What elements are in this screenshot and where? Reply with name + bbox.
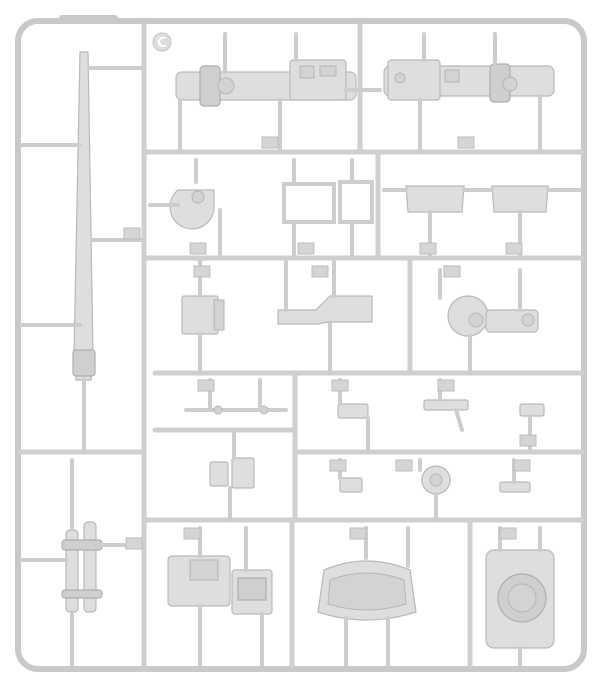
sprue-letter-emblem: C [152, 32, 172, 52]
gear-part [395, 458, 451, 522]
sprue-letter: C [157, 35, 167, 51]
bracket-part [277, 260, 373, 375]
sprue-frame [15, 15, 587, 672]
bar-part-right [383, 32, 555, 154]
bar-part-left [175, 32, 382, 154]
hatch-part [485, 526, 555, 668]
small-parts [209, 428, 531, 522]
block-parts [331, 378, 545, 454]
engine-block-part [167, 526, 273, 668]
round-cover-part [148, 158, 222, 260]
wheel-mount-part [438, 265, 539, 375]
fender-parts [382, 185, 582, 260]
sprue-runners [17, 21, 585, 669]
lever-parts [184, 378, 288, 415]
barrel-part [18, 51, 146, 454]
seat-part [317, 526, 417, 668]
square-plate-part [181, 260, 225, 375]
frame-part [282, 158, 374, 260]
shock-absorber-part [18, 458, 146, 668]
